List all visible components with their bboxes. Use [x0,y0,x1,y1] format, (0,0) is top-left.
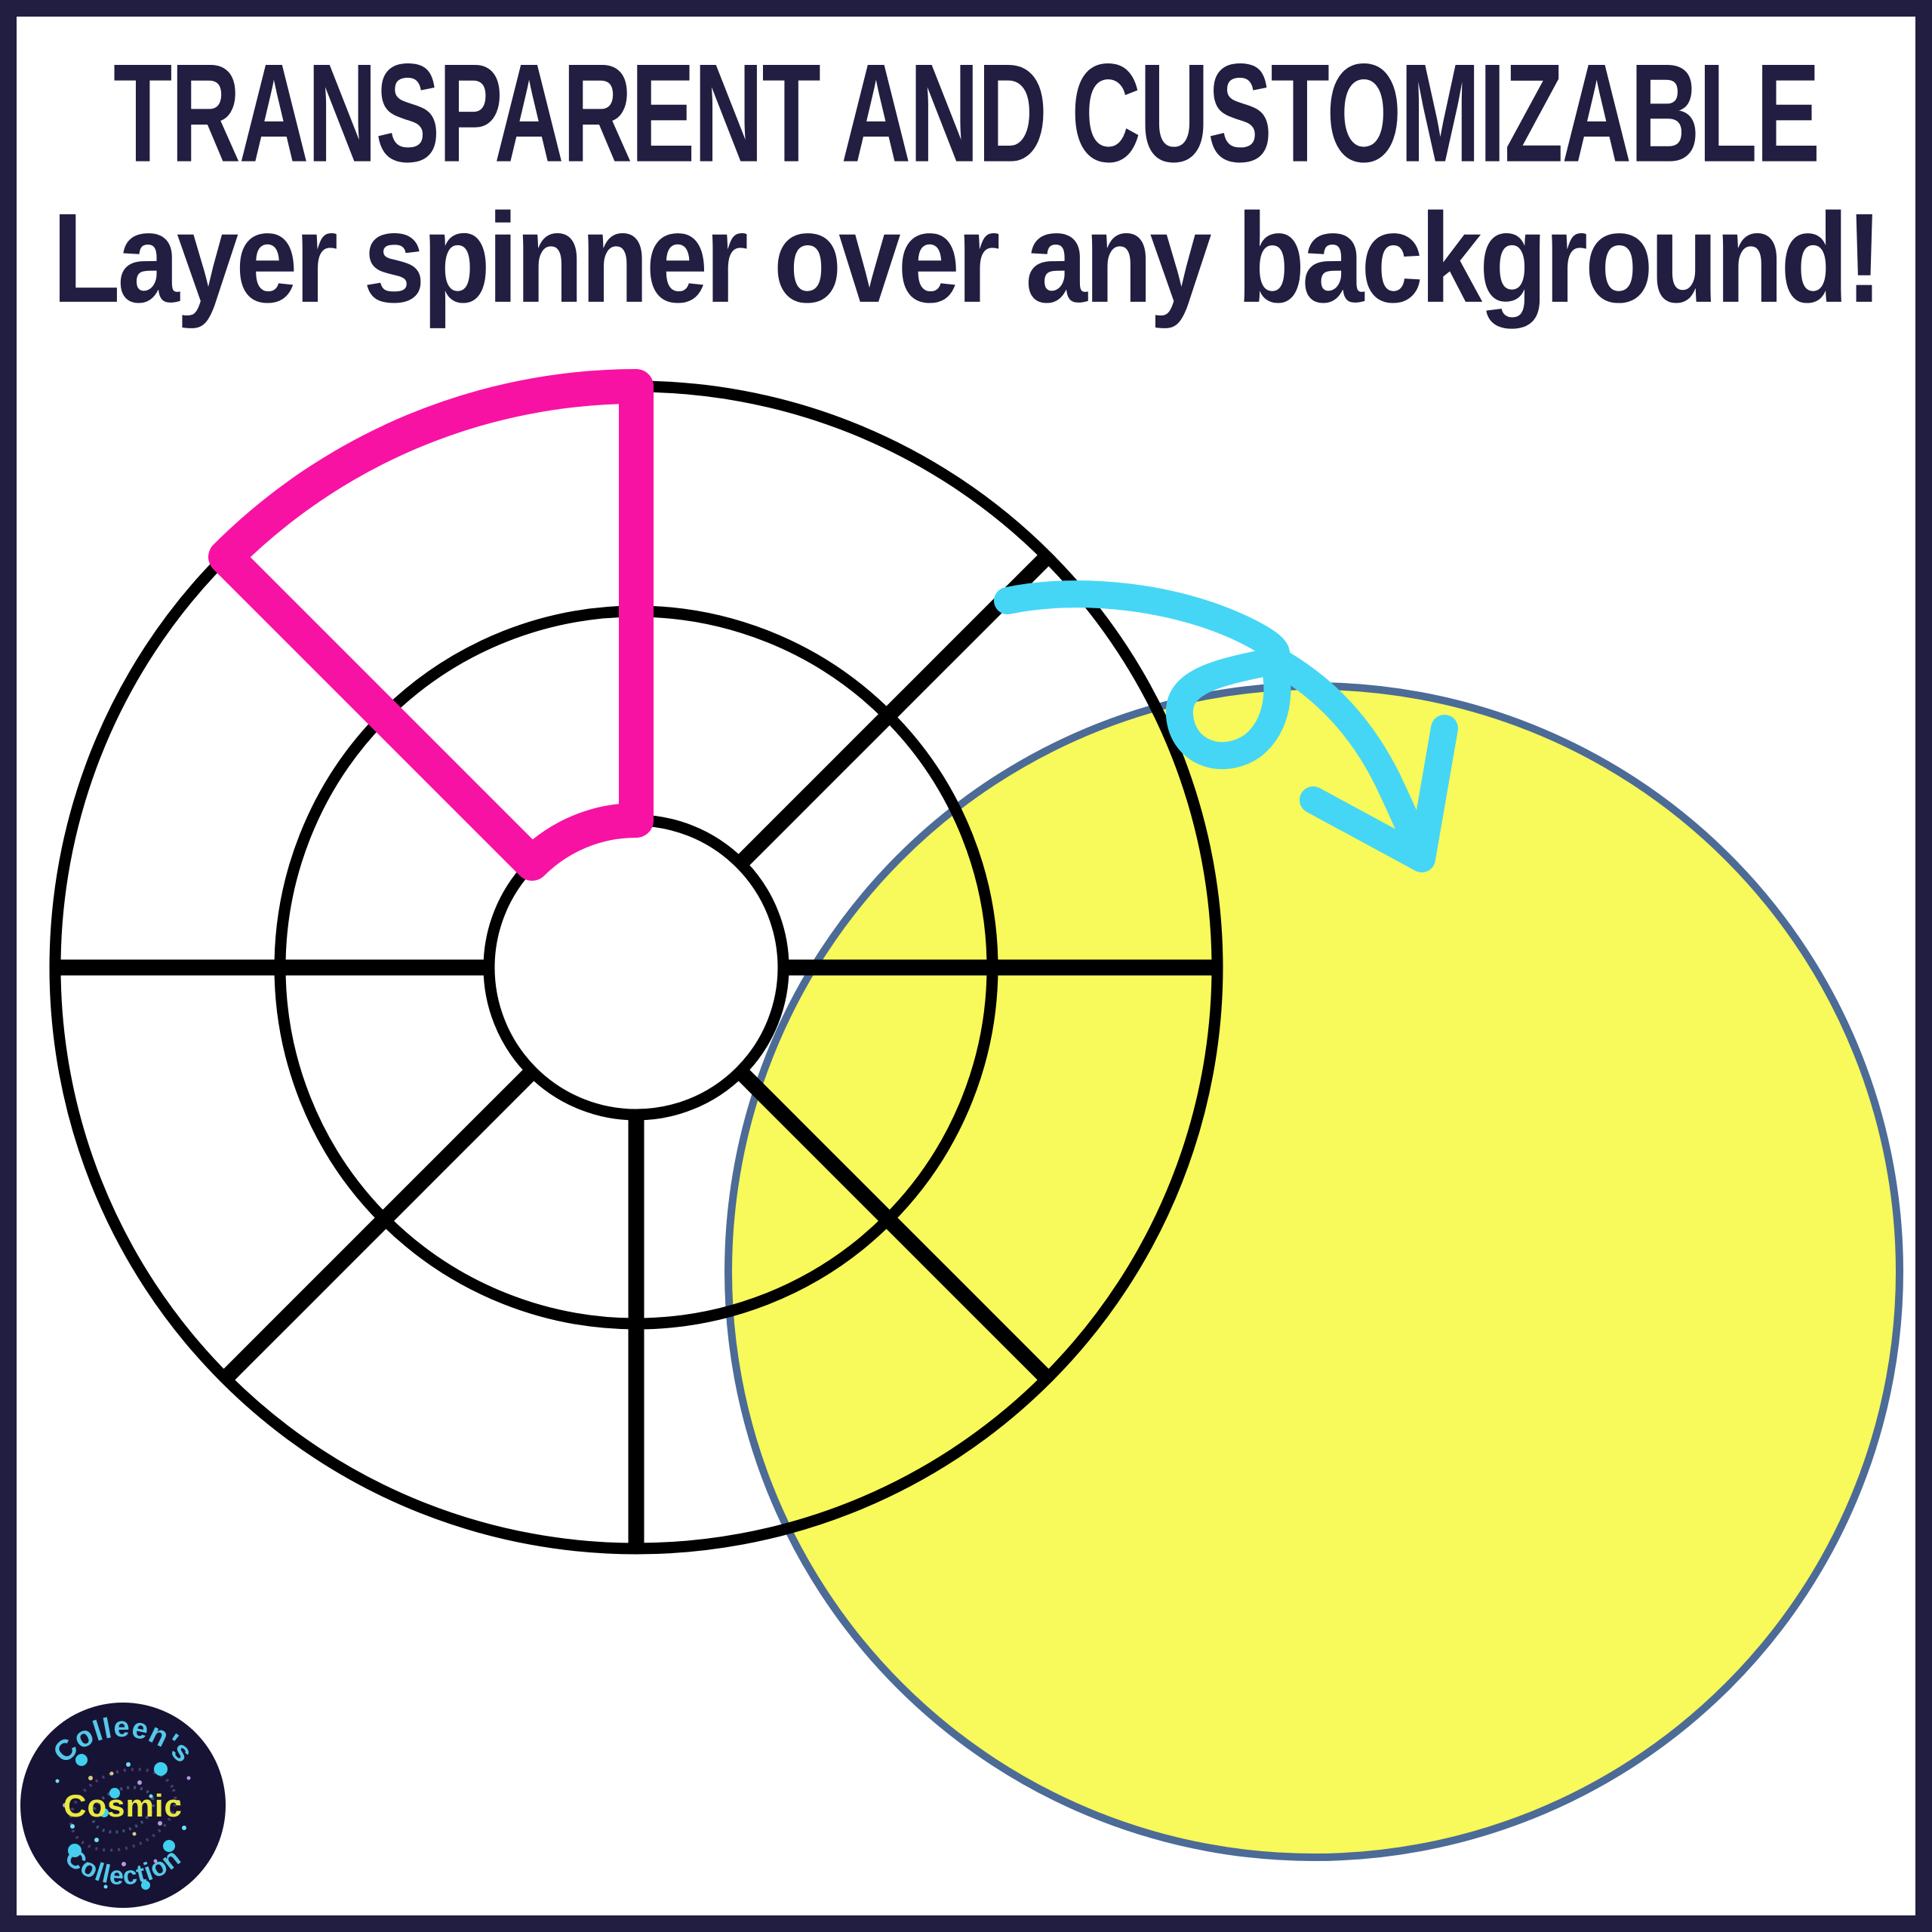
logo-star-dots [55,1754,191,1890]
loop-arrow-head [1300,715,1458,872]
spoke-northeast [734,551,1053,869]
loop-arrow [994,580,1458,872]
logo-badge: Colleen's Cosmic Collection [20,1703,226,1908]
spoke-southwest [220,1066,538,1384]
sample-background-circle [724,682,1903,1861]
logo-text-center: Cosmic [63,1788,183,1823]
highlighted-section-outline [208,369,654,881]
loop-arrow-shaft [994,580,1432,863]
spoke-southeast [734,1066,1053,1384]
